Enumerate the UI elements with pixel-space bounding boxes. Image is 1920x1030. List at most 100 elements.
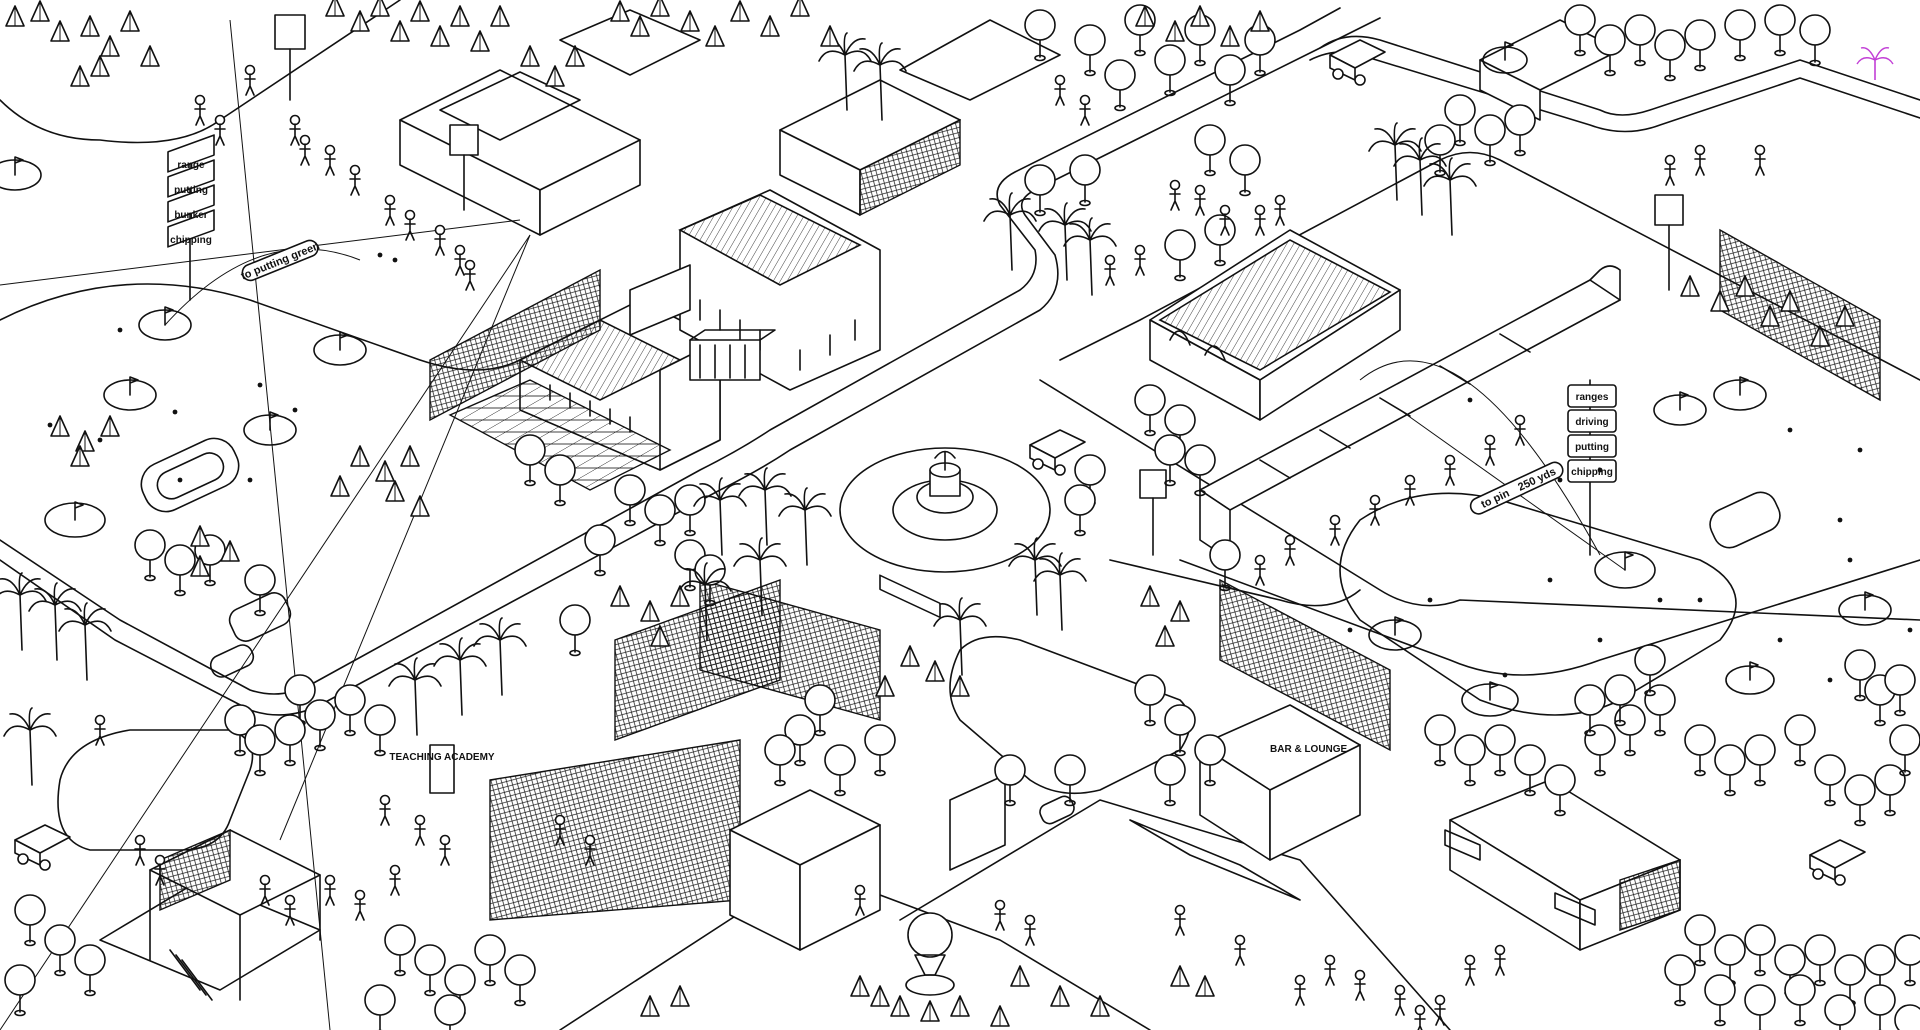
tree	[1024, 9, 1056, 62]
shrub	[50, 415, 70, 437]
tree	[514, 434, 546, 487]
golf-ball	[117, 327, 123, 333]
tree	[1104, 59, 1136, 112]
bar-lounge-label: BAR & LOUNGE	[1270, 744, 1348, 755]
shrub	[670, 985, 690, 1007]
putting-green-sign-text: to putting green	[239, 240, 321, 283]
golfer	[1274, 194, 1286, 226]
shrub	[640, 995, 660, 1017]
palm-tree	[1063, 217, 1117, 296]
tree	[244, 564, 276, 617]
tree	[1574, 684, 1606, 737]
tree	[644, 494, 676, 547]
trajectory-lines	[0, 19, 1626, 1030]
palm-tree	[3, 707, 57, 786]
golf-ball	[1557, 477, 1563, 483]
shrub	[330, 475, 350, 497]
golf-ball	[1502, 672, 1508, 678]
tree	[1894, 1004, 1920, 1030]
golf-ball-statue	[905, 912, 955, 996]
shrub	[545, 65, 565, 87]
tree	[1884, 664, 1916, 717]
golfer	[1284, 534, 1296, 566]
signpost-right-3: chipping	[1571, 467, 1613, 478]
palm-tree	[0, 572, 47, 651]
fountain-plaza	[839, 447, 1051, 573]
golfer	[1494, 944, 1506, 976]
golf-ball	[97, 437, 103, 443]
shrub	[760, 15, 780, 37]
scoreboards	[274, 14, 1684, 871]
shrub	[820, 25, 840, 47]
shrub	[1680, 275, 1700, 297]
shrub	[630, 15, 650, 37]
golf-ball	[1547, 577, 1553, 583]
shrub	[120, 10, 140, 32]
palm-tree	[733, 537, 787, 616]
tree	[1874, 764, 1906, 817]
palm-tree	[853, 42, 907, 121]
palm-tree	[693, 477, 747, 556]
golfer	[244, 64, 256, 96]
tree	[224, 704, 256, 757]
shrub	[100, 415, 120, 437]
golfer	[389, 864, 401, 896]
tree	[244, 724, 276, 777]
clubhouse-shop	[1444, 779, 1681, 951]
tree	[1244, 24, 1276, 77]
golf-ball	[377, 252, 383, 258]
golf-ball	[1907, 627, 1913, 633]
shrub	[1760, 305, 1780, 327]
tree	[1064, 484, 1096, 537]
shrub	[90, 55, 110, 77]
shrub	[870, 985, 890, 1007]
golfer	[439, 834, 451, 866]
golfer	[1024, 914, 1036, 946]
shrub	[390, 20, 410, 42]
tree	[1054, 754, 1086, 807]
golf-ball	[47, 422, 53, 428]
tree	[1714, 744, 1746, 797]
tree	[1544, 764, 1576, 817]
tree	[1564, 4, 1596, 57]
range-building	[1149, 229, 1401, 421]
golfer	[1664, 154, 1676, 186]
bar-lounge: BAR & LOUNGE	[879, 574, 1361, 901]
golfer	[454, 244, 466, 276]
tree	[1444, 94, 1476, 147]
shrub	[450, 5, 470, 27]
golfer	[404, 209, 416, 241]
palm-trees	[0, 32, 1477, 786]
tree	[1664, 954, 1696, 1007]
shrub	[565, 45, 585, 67]
tree	[384, 924, 416, 977]
tree	[1514, 744, 1546, 797]
tree	[1624, 14, 1656, 67]
shrub	[1165, 20, 1185, 42]
shrub	[790, 0, 810, 17]
shrub	[190, 525, 210, 547]
golfer	[854, 884, 866, 916]
tree	[1484, 724, 1516, 777]
signpost-left	[167, 134, 215, 301]
tree	[1214, 54, 1246, 107]
golf-ball	[1347, 627, 1353, 633]
golfer	[1174, 904, 1186, 936]
golfer	[1369, 494, 1381, 526]
shrub	[1135, 5, 1155, 27]
golf-ball	[1427, 597, 1433, 603]
tree	[1864, 984, 1896, 1030]
golf-ball	[292, 407, 298, 413]
palm-tree	[1423, 157, 1477, 236]
palm-tree	[473, 617, 527, 696]
shrub	[990, 1005, 1010, 1027]
tree	[1204, 214, 1236, 267]
tree	[1654, 29, 1686, 82]
tree	[1504, 104, 1536, 157]
tree	[1814, 754, 1846, 807]
signpost-left-3: chipping	[170, 235, 212, 246]
golf-ball	[1847, 557, 1853, 563]
tree	[74, 944, 106, 997]
tree	[1164, 229, 1196, 282]
shrub	[680, 10, 700, 32]
